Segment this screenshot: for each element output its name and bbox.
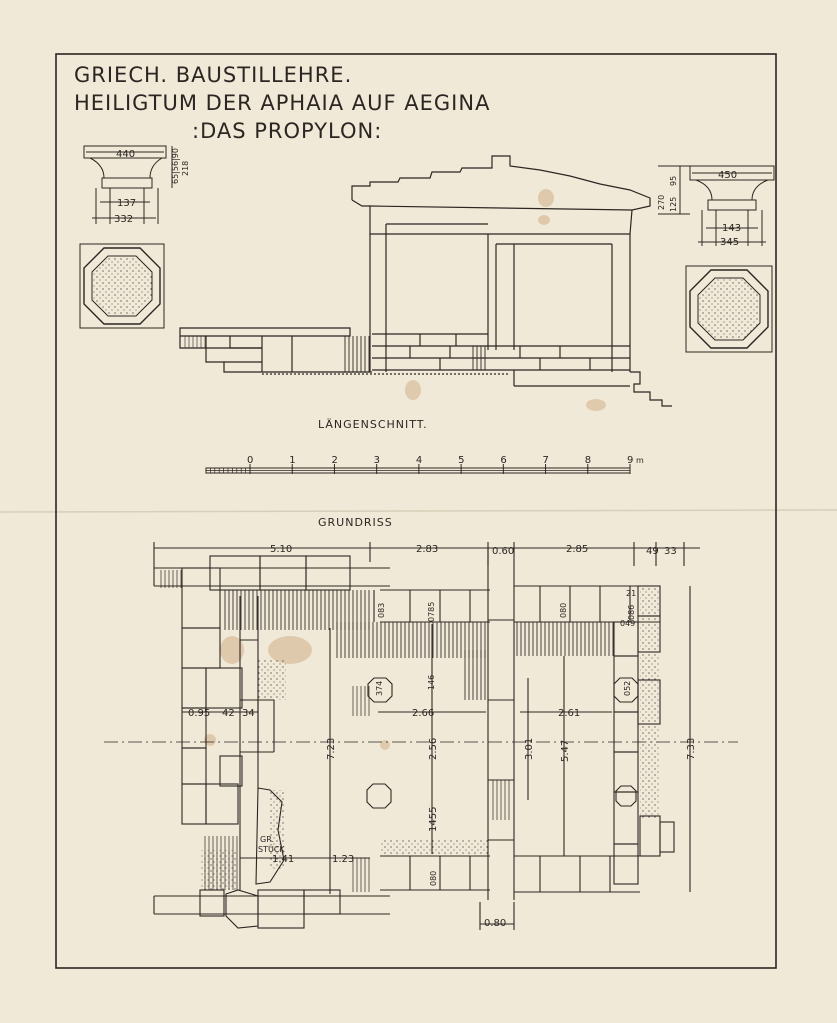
capital-right: 450 143 345 270 125 95 xyxy=(657,165,775,248)
plan-label: GRUNDRISS xyxy=(318,516,393,529)
cap-left-lower: 137 xyxy=(117,198,136,209)
cap-right-side2: 125 xyxy=(669,197,678,212)
fold-line xyxy=(0,509,837,513)
scale-tick-label: 2 xyxy=(331,455,337,466)
dim-123: 1.23 xyxy=(332,854,354,865)
plan-stippling xyxy=(200,586,660,890)
dim-266: 2.66 xyxy=(412,708,434,719)
scale-tick-label: 5 xyxy=(458,455,464,466)
dim-261: 2.61 xyxy=(558,708,580,719)
scale-tick-label: 0 xyxy=(247,455,253,466)
title-line-1: GRIECH. BAUSTILLEHRE. xyxy=(74,63,352,87)
dim-733: 7.33 xyxy=(686,738,697,760)
dim-141: 1.41 xyxy=(272,854,294,865)
dim-049: 049 xyxy=(620,619,635,628)
scale-unit: m xyxy=(636,456,644,465)
dim-723: 7.23 xyxy=(326,738,337,760)
scale-tick-label: 1 xyxy=(289,455,295,466)
dim-052: 052 xyxy=(623,681,632,696)
cap-left-base: 332 xyxy=(114,214,133,225)
drawing-frame xyxy=(55,53,777,969)
title-line-2: HEILIGTUM DER APHAIA AUF AEGINA xyxy=(74,91,490,115)
dim-086: 086 xyxy=(627,605,636,620)
cap-right-side1: 270 xyxy=(657,195,666,210)
dim-top3: 0.60 xyxy=(492,546,514,557)
section-label: LÄNGENSCHNITT. xyxy=(318,418,428,431)
dim-1455: 1455 xyxy=(428,807,439,832)
dim-0785: 0785 xyxy=(427,602,436,622)
column-octagon-left xyxy=(79,243,165,329)
dim-547: 5.47 xyxy=(560,740,571,762)
dim-top4: 2.85 xyxy=(566,544,588,555)
dim-080a: 080 xyxy=(559,603,568,618)
dim-top6: 33 xyxy=(664,546,677,557)
cap-left-side: 65|56|90 xyxy=(171,148,180,184)
cap-right-base: 345 xyxy=(720,237,739,248)
title-block: GRIECH. BAUSTILLEHRE. HEILIGTUM DER APHA… xyxy=(74,63,490,143)
scale-tick-label: 7 xyxy=(543,455,549,466)
dim-top5: 49 xyxy=(646,546,659,557)
dim-083: 083 xyxy=(377,603,386,618)
scale-tick-label: 4 xyxy=(416,455,422,466)
fragment-label-1: GR. xyxy=(260,835,274,844)
dim-top1: 5.10 xyxy=(270,544,292,555)
dim-021: 21 xyxy=(626,589,636,598)
plan-dimensions: 5.10 2.83 0.60 2.85 49 33 083 0785 080 0… xyxy=(188,544,697,929)
longitudinal-section xyxy=(179,155,672,407)
dim-374: 374 xyxy=(375,681,384,696)
dim-080c: 0.80 xyxy=(484,918,506,929)
dim-042: 42 xyxy=(222,708,235,719)
dim-top2: 2.83 xyxy=(416,544,438,555)
dim-256: 2.56 xyxy=(428,738,439,760)
cap-right-side3: 95 xyxy=(669,176,678,186)
capital-left: 440 137 332 65|56|90 218 xyxy=(83,145,190,225)
fragment-label-2: STÜCK xyxy=(258,844,285,854)
scale-tick-label: 8 xyxy=(585,455,591,466)
scale-tick-label: 6 xyxy=(500,455,506,466)
dim-034: 34 xyxy=(242,708,255,719)
cap-left-width: 440 xyxy=(116,149,135,160)
dim-095: 0.95 xyxy=(188,708,210,719)
cap-right-width: 450 xyxy=(718,170,737,181)
title-line-3: :DAS PROPYLON: xyxy=(192,119,382,143)
dim-080b: 080 xyxy=(429,871,438,886)
cap-left-side2: 218 xyxy=(181,161,190,176)
scale-tick-label: 3 xyxy=(374,455,380,466)
dim-301: 3.01 xyxy=(524,738,535,760)
column-octagon-right xyxy=(685,265,773,353)
scale-tick-label: 9 xyxy=(627,455,633,466)
section-hatching xyxy=(182,336,488,372)
paper-stains xyxy=(204,189,606,750)
dim-146: 146 xyxy=(427,675,436,690)
cap-right-lower: 143 xyxy=(722,223,741,234)
